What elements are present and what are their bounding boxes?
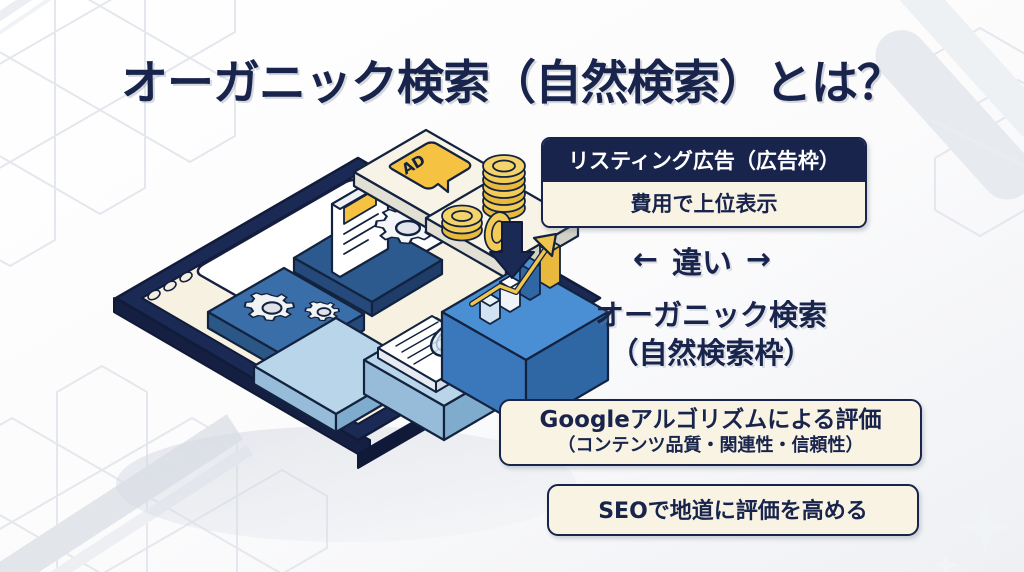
trend-arrow-icon <box>469 232 558 307</box>
algorithm-card-sub: （コンテンツ品質・関連性・信頼性） <box>557 434 864 456</box>
arrow-right-icon: → <box>746 242 772 277</box>
difference-label: 違い <box>672 246 732 281</box>
page-title: オーガニック検索（自然検索）とは？ <box>121 56 904 111</box>
document-icon <box>330 174 390 279</box>
corner-stripe-top-left <box>0 0 151 102</box>
algorithm-card-main: Googleアルゴリズムによる評価 <box>539 407 882 433</box>
document-gear-block <box>292 174 444 318</box>
arrow-left-icon: ← <box>632 242 658 277</box>
listing-ad-header: リスティング広告（広告枠） <box>543 139 865 182</box>
seo-card: SEOで地道に評価を高める <box>547 484 919 536</box>
coin-stack-short <box>441 204 483 242</box>
difference-row: ← 違い → <box>541 238 863 282</box>
algorithm-card: Googleアルゴリズムによる評価 （コンテンツ品質・関連性・信頼性） <box>499 399 922 467</box>
sparkle-icon-small <box>933 552 959 572</box>
corner-stripe-top-right <box>875 0 1024 200</box>
organic-search-heading-line1: オーガニック検索 <box>594 298 827 332</box>
coin-stack-tall <box>482 154 526 220</box>
gear-icon-small <box>304 301 341 322</box>
organic-search-heading-line2: （自然検索枠） <box>609 336 813 371</box>
sparkle-icon <box>958 500 1012 554</box>
listing-ad-body: 費用で上位表示 <box>543 182 865 226</box>
gear-icon <box>243 292 296 322</box>
isometric-illustration: AD <box>113 128 610 542</box>
listing-ad-card: リスティング広告（広告枠） 費用で上位表示 <box>541 137 867 228</box>
organic-search-heading: オーガニック検索 （自然検索枠） <box>541 296 881 373</box>
window-dots <box>147 271 193 301</box>
ad-tag-icon: AD <box>388 141 472 194</box>
down-arrow-icon <box>489 221 535 279</box>
